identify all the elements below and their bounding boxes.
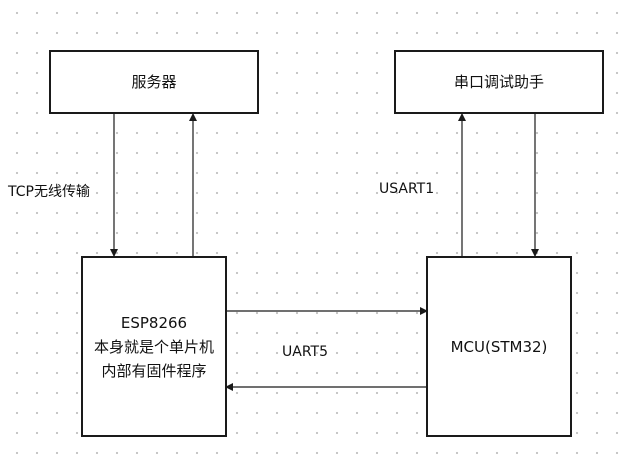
esp8266-node-text: ESP8266 本身就是个单片机 内部有固件程序 — [94, 311, 214, 383]
tcp-edge-label: TCP无线传输 — [8, 184, 90, 200]
esp8266-node-line-2: 本身就是个单片机 — [93, 337, 214, 356]
server-node-label: 服务器 — [131, 73, 177, 91]
server-node: 服务器 — [49, 50, 259, 114]
esp8266-node-line-1: ESP8266 — [120, 313, 188, 332]
serial-assistant-node: 串口调试助手 — [394, 50, 604, 114]
serial-assistant-node-label: 串口调试助手 — [453, 73, 544, 91]
esp8266-node-line-3: 内部有固件程序 — [101, 361, 207, 380]
usart1-edge-label: USART1 — [379, 181, 435, 197]
mcu-node-label: MCU(STM32) — [450, 337, 548, 356]
mcu-node: MCU(STM32) — [426, 256, 572, 437]
uart5-edge-label: UART5 — [282, 344, 328, 360]
esp8266-node: ESP8266 本身就是个单片机 内部有固件程序 — [81, 256, 227, 437]
